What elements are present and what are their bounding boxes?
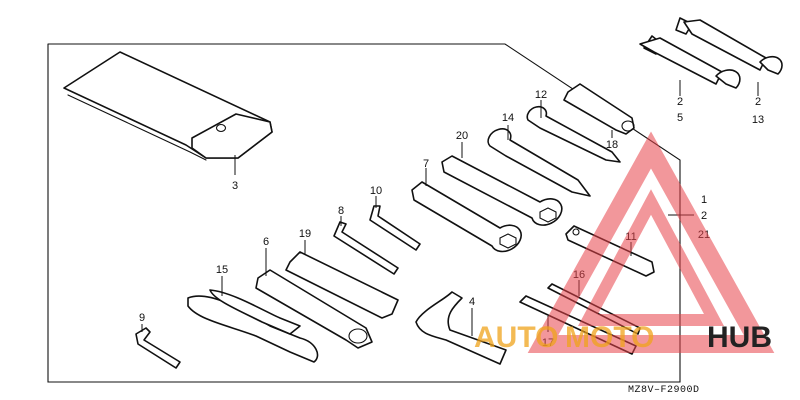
box-spanner-part xyxy=(255,248,373,349)
pliers-part xyxy=(187,276,319,363)
callout-20: 20 xyxy=(456,130,468,142)
automotohub-watermark: AUTO MOTO HUB xyxy=(474,131,775,354)
tool-bag-part xyxy=(63,51,273,175)
wrench-20-part xyxy=(441,142,563,226)
hex-key-8-part xyxy=(333,216,399,275)
callout-4: 4 xyxy=(469,296,475,308)
watermark-triangle-icon xyxy=(527,131,775,353)
callout-2b: 2 xyxy=(755,96,761,108)
callout-19: 19 xyxy=(299,228,311,240)
callout-15: 15 xyxy=(216,264,228,276)
wrench-2-5-part xyxy=(639,35,741,89)
wrench-14-part xyxy=(487,125,591,197)
callout-12: 12 xyxy=(535,89,547,101)
callout-3: 3 xyxy=(232,180,238,192)
callout-2a: 2 xyxy=(677,96,683,108)
callout-5: 5 xyxy=(677,112,683,124)
wrench-7-part xyxy=(411,168,522,253)
hook-spanner-part xyxy=(415,291,507,365)
callout-2c: 2 xyxy=(701,210,707,222)
socket-bar-part xyxy=(563,83,635,138)
hex-key-9-part xyxy=(135,324,181,369)
callout-7: 7 xyxy=(423,158,429,170)
watermark-moto: MOTO xyxy=(565,321,654,354)
callout-13: 13 xyxy=(752,114,764,126)
callout-14: 14 xyxy=(502,112,514,124)
diagram-code: MZ8V–F2900D xyxy=(628,385,700,396)
spanner-handle-part xyxy=(285,240,399,319)
callout-10: 10 xyxy=(370,185,382,197)
wrench-2-13-part xyxy=(675,17,783,75)
callout-1: 1 xyxy=(701,194,707,206)
callout-8: 8 xyxy=(338,205,344,217)
watermark-auto: AUTO xyxy=(474,321,558,354)
callout-9: 9 xyxy=(139,312,145,324)
callout-18: 18 xyxy=(606,139,618,151)
hex-key-10-part xyxy=(369,196,421,251)
diagram-frame xyxy=(47,43,681,383)
wrench-12-part xyxy=(526,100,621,163)
callout-6: 6 xyxy=(263,236,269,248)
watermark-hub: HUB xyxy=(707,321,772,354)
